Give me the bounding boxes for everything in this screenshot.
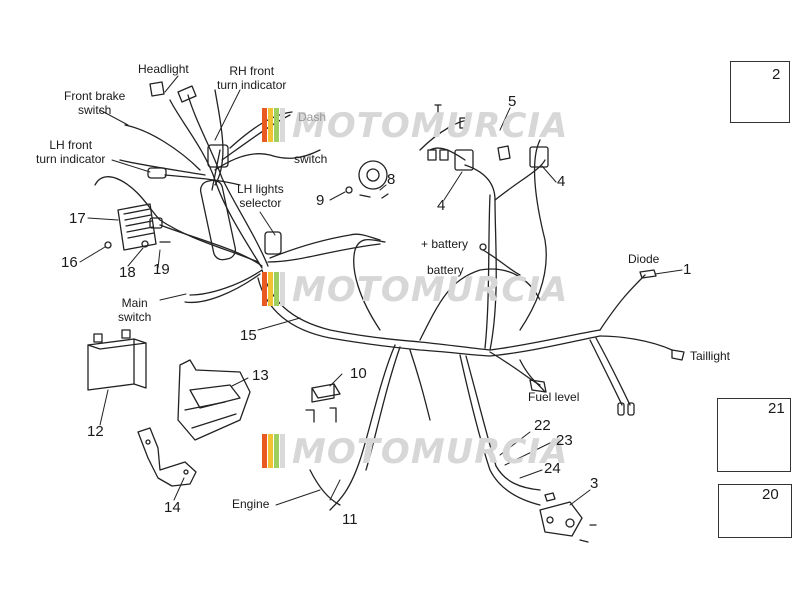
label-line: RH front [229,64,275,78]
part-number-18: 18 [119,264,136,281]
bracket [137,427,197,487]
label-switch: switch [294,152,328,166]
relay-branch [419,104,549,351]
label-battery-minus: battery [427,263,464,277]
part-number-15: 15 [240,327,257,344]
battery-tray [177,359,251,441]
watermark-stripe [280,434,285,468]
label-line: turn indicator [36,152,106,166]
label-headlight: Headlight [138,62,189,76]
label-rh-front-indicator: RH front turn indicator [217,64,286,92]
label-line: turn indicator [217,78,287,92]
part-number-19: 19 [153,261,170,278]
part-number-11: 11 [342,511,358,528]
label-front-brake-switch: Front brake switch [64,89,125,117]
label-dash: Dash [298,110,327,124]
part-number-14: 14 [164,499,181,516]
watermark-stripe [274,434,279,468]
label-lh-lights-selector: LH lights selector [237,182,284,210]
part-number-20: 20 [762,486,779,503]
watermark-stripe [262,272,267,306]
lower-harness [309,344,546,511]
label-diode: Diode [628,252,660,266]
watermark-stripe [268,434,273,468]
label-battery-plus: + battery [421,237,469,251]
part-number-10: 10 [350,365,367,382]
label-fuel-level: Fuel level [528,390,580,404]
battery-leads [353,238,541,341]
relay [305,383,341,423]
label-engine: Engine [232,497,270,511]
watermark-text: MOTOMURCIA [292,270,569,310]
part-number-17: 17 [69,210,86,227]
battery [87,329,147,391]
part-number-4b: 4 [437,197,446,214]
part-number-9: 9 [316,192,325,209]
label-line: selector [239,196,282,210]
label-main-switch: Main switch [118,296,151,324]
part-number-16: 16 [61,254,78,271]
inset-box-20 [718,484,792,538]
part-number-13: 13 [252,367,269,384]
horn [345,160,389,199]
part-number-24: 24 [544,460,561,477]
label-taillight: Taillight [690,349,731,363]
watermark-text: MOTOMURCIA [292,432,569,472]
watermark-text: MOTOMURCIA [292,106,569,146]
label-line: switch [118,310,152,324]
main-harness [257,269,673,406]
part-number-5: 5 [508,93,517,110]
part-number-3: 3 [590,475,599,492]
watermark-stripe [274,272,279,306]
label-line: LH front [49,138,93,152]
inset-box-21 [717,398,791,472]
part-number-23: 23 [556,432,573,449]
watermark-stripe [262,108,267,142]
label-line: Main [121,296,148,310]
voltage-regulator [104,203,171,251]
part-number-22: 22 [534,417,551,434]
inset-box-2 [730,61,790,123]
leader-lines [79,75,683,506]
label-line: LH lights [237,182,284,196]
part-number-2: 2 [772,66,781,83]
watermark-stripe [268,108,273,142]
watermark-stripe [268,272,273,306]
part-number-4a: 4 [557,173,566,190]
watermark-stripe [262,434,267,468]
front-harness [94,81,381,304]
part-number-21: 21 [768,400,785,417]
label-line: Front brake [64,89,126,103]
part-number-1: 1 [683,261,692,278]
watermark-stripe [280,272,285,306]
diode-taillight [529,269,685,416]
fuse-box [539,492,597,543]
label-lh-front-indicator: LH front turn indicator [36,138,105,166]
part-number-12: 12 [87,423,104,440]
watermark-stripe [274,108,279,142]
part-number-8: 8 [387,171,396,188]
label-line: switch [78,103,112,117]
watermark-stripe [280,108,285,142]
